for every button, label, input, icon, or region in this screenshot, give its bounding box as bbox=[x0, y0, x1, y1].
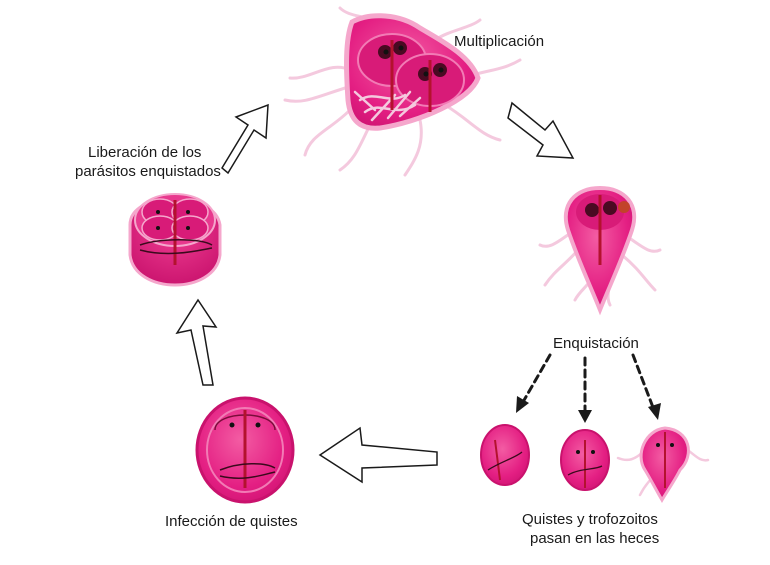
encyst-arrow-right-head bbox=[648, 403, 661, 420]
trophozoite bbox=[538, 185, 662, 316]
cycle-arrow-up bbox=[175, 298, 218, 386]
encyst-arrow-left-head bbox=[516, 396, 529, 413]
label-release-line2: parásitos enquistados bbox=[75, 163, 221, 180]
cycle-arrow-down-right bbox=[507, 101, 575, 159]
encyst-arrow-right-line bbox=[631, 353, 656, 412]
label-feces-line1: Quistes y trofozoitos bbox=[522, 511, 658, 528]
infection-cyst bbox=[195, 396, 295, 504]
feces-cyst-1 bbox=[480, 424, 530, 486]
released-cyst bbox=[128, 193, 222, 287]
encyst-arrow-left-line bbox=[521, 353, 552, 404]
feces-cyst-2 bbox=[560, 429, 610, 491]
feces-trophozoite bbox=[616, 426, 710, 503]
label-feces-line2: pasan en las heces bbox=[530, 530, 660, 547]
label-infection: Infección de quistes bbox=[165, 513, 298, 530]
label-multiplication: Multiplicación bbox=[454, 33, 545, 50]
label-encystation: Enquistación bbox=[553, 335, 639, 352]
encyst-arrow-center-head bbox=[578, 410, 592, 423]
cycle-arrow-up-right bbox=[221, 103, 269, 175]
cycle-arrow-left bbox=[318, 426, 438, 484]
multiplication-trophozoites bbox=[283, 6, 522, 177]
label-release-line1: Liberación de los bbox=[88, 144, 202, 161]
